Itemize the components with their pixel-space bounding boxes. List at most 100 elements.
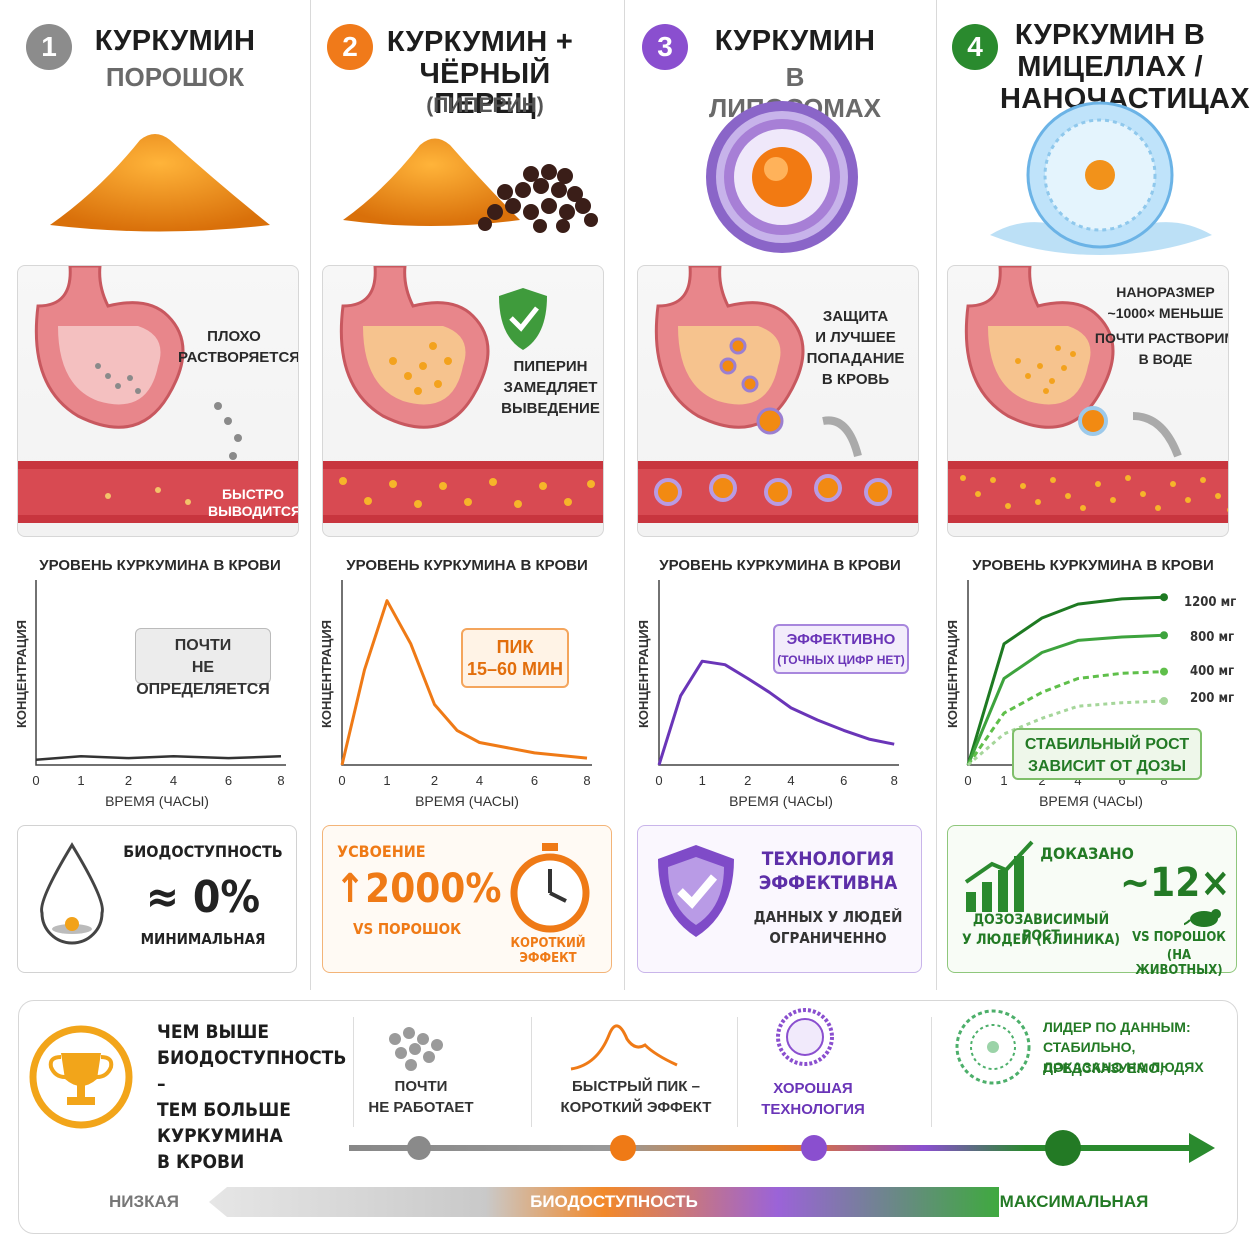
card-4-right-a: VS ПОРОШОК — [1132, 930, 1226, 945]
column-4-title-line2: МИЦЕЛЛАХ / — [1017, 51, 1203, 83]
digestion-panel-1: ПЛОХО РАСТВОРЯЕТСЯ БЫСТРО ВЫВОДИТСЯ — [17, 265, 299, 537]
graph-2-callout: ПИК 15–60 МИН — [461, 628, 569, 688]
graph-1-xlabel: ВРЕМЯ (ЧАСЫ) — [105, 793, 209, 809]
panel-3-text-a: ЗАЩИТА — [822, 308, 889, 325]
summary-headline-line: ЧЕМ ВЫШЕ — [157, 1021, 269, 1043]
series-line-1200мг — [966, 595, 1165, 766]
x-tick-label: 2 — [1038, 773, 1046, 788]
summary-step-2-a: БЫСТРЫЙ ПИК – — [572, 1078, 700, 1095]
graph-3-callout-b: (ТОЧНЫХ ЦИФР НЕТ) — [777, 653, 905, 667]
column-3-title: КУРКУМИН — [714, 25, 876, 57]
card-2-timer: КОРОТКИЙ ЭФФЕКТ — [510, 936, 586, 966]
micelle-image — [990, 101, 1212, 255]
panel-1-exit-b: ВЫВОДИТСЯ — [208, 503, 299, 519]
column-divider — [624, 0, 625, 990]
turmeric-pepper-image — [343, 138, 598, 233]
series-line-200мг — [967, 699, 1165, 767]
dose-label-200: 200 мг — [1190, 691, 1235, 706]
graph-2-chart — [340, 580, 592, 766]
bioavailability-scale-bar — [209, 1187, 999, 1217]
turmeric-powder-image — [50, 134, 270, 232]
graph-4-ylabel: КОНЦЕНТРАЦИЯ — [945, 619, 960, 728]
summary-headline-line: ТЕМ БОЛЬШЕ — [157, 1099, 291, 1121]
summary-step-1-b: НЕ РАБОТАЕТ — [368, 1099, 474, 1116]
panel-4-text-d: В ВОДЕ — [1138, 351, 1193, 367]
x-tick-label: 4 — [1074, 773, 1082, 788]
panel-1-text-a: ПЛОХО — [207, 328, 261, 345]
x-tick-label: 1 — [383, 773, 391, 788]
column-2-title-line2: ЧЁРНЫЙ ПЕРЕЦ — [419, 58, 551, 120]
graph-1-callout-a: ПОЧТИ — [174, 637, 232, 654]
series-endpoint — [1160, 631, 1168, 640]
column-divider — [936, 0, 937, 990]
panel-2-text-b: ЗАМЕДЛЯЕТ — [503, 379, 598, 396]
x-tick-label: 0 — [655, 773, 663, 788]
panel-2-text-a: ПИПЕРИН — [513, 358, 588, 375]
graph-1-callout-b: НЕ ОПРЕДЕЛЯЕТСЯ — [136, 659, 270, 698]
card-4-right-b: (НА ЖИВОТНЫХ) — [1135, 948, 1223, 978]
micelle-small-icon — [955, 1009, 1031, 1085]
card-4-label: ДОКАЗАНО — [1040, 844, 1134, 863]
summary-headline-line: В КРОВИ — [157, 1151, 245, 1173]
graph-4-xlabel: ВРЕМЯ (ЧАСЫ) — [1039, 793, 1143, 809]
x-tick-label: 2 — [744, 773, 752, 788]
card-4-value: ~12× — [1120, 860, 1231, 906]
graph-2-callout-b: 15–60 МИН — [467, 659, 563, 679]
mouse-icon — [1184, 909, 1221, 927]
liposome-small-icon — [776, 1008, 834, 1066]
x-tick-label: 8 — [277, 773, 285, 788]
x-tick-label: 0 — [964, 773, 972, 788]
graph-4-callout-a: СТАБИЛЬНЫЙ РОСТ — [1024, 736, 1190, 753]
particles-icon — [389, 1027, 443, 1071]
trophy-icon — [29, 1025, 133, 1129]
graph-2-ylabel: КОНЦЕНТРАЦИЯ — [319, 619, 334, 728]
bioavailability-progress-line — [349, 1130, 1215, 1166]
graph-2-xlabel: ВРЕМЯ (ЧАСЫ) — [415, 793, 519, 809]
x-tick-label: 0 — [32, 773, 40, 788]
summary-step-3-a: ХОРОШАЯ — [773, 1080, 853, 1097]
summary-step-2-b: КОРОТКИЙ ЭФФЕКТ — [560, 1099, 712, 1116]
panel-4-text-b: ~1000× МЕНЬШЕ — [1107, 305, 1224, 321]
stopwatch-icon — [510, 843, 590, 933]
series-endpoint — [1160, 696, 1168, 705]
summary-step-4-c: ДОКАЗАНО НА ЛЮДЯХ — [1043, 1059, 1204, 1075]
graph-3-title: УРОВЕНЬ КУРКУМИНА В КРОВИ — [659, 557, 901, 574]
series-line — [35, 755, 282, 762]
summary-step-4-b: СТАБИЛЬНО, ПРЕДСКАЗУЕМО, — [1043, 1039, 1164, 1076]
summary-step-1-a: ПОЧТИ — [394, 1078, 448, 1095]
result-card-2: УСВОЕНИЕ ↑2000% VS ПОРОШОК КОРОТКИЙ ЭФФЕ… — [322, 825, 612, 973]
x-tick-label: 8 — [583, 773, 591, 788]
graph-2-title: УРОВЕНЬ КУРКУМИНА В КРОВИ — [346, 557, 588, 574]
card-1-value: ≈ 0% — [145, 872, 261, 923]
x-tick-label: 4 — [787, 773, 795, 788]
card-3-line-d: ОГРАНИЧЕННО — [769, 929, 887, 947]
card-2-value: ↑2000% — [335, 866, 502, 912]
graph-1-ylabel: КОНЦЕНТРАЦИЯ — [14, 619, 29, 728]
panel-3-text-d: В КРОВЬ — [821, 371, 890, 388]
series-endpoint — [1160, 593, 1168, 602]
chart-axes — [35, 580, 286, 766]
graph-1-title: УРОВЕНЬ КУРКУМИНА В КРОВИ — [39, 557, 281, 574]
result-card-1: БИОДОСТУПНОСТЬ ≈ 0% МИНИМАЛЬНАЯ — [17, 825, 297, 973]
graph-4-chart — [966, 580, 1168, 767]
result-card-3: ТЕХНОЛОГИЯ ЭФФЕКТИВНА ДАННЫХ У ЛЮДЕЙ ОГР… — [637, 825, 922, 973]
x-tick-label: 6 — [1118, 773, 1126, 788]
card-2-vs: VS ПОРОШОК — [353, 920, 462, 938]
step-number-1: 1 — [26, 24, 72, 70]
x-tick-label: 2 — [124, 773, 133, 788]
graph-3-ylabel: КОНЦЕНТРАЦИЯ — [636, 619, 651, 728]
step-number-3: 3 — [642, 24, 688, 70]
series-line — [340, 599, 588, 766]
shield-check-icon — [658, 845, 734, 937]
card-2-label: УСВОЕНИЕ — [337, 842, 426, 861]
x-tick-label: 2 — [430, 773, 439, 788]
dose-label-400: 400 мг — [1190, 664, 1235, 679]
graph-2-callout-a: ПИК — [496, 637, 534, 657]
graph-3-callout-a: ЭФФЕКТИВНО — [786, 631, 896, 648]
dose-label-800: 800 мг — [1190, 630, 1235, 645]
scale-low-label: НИЗКАЯ — [108, 1192, 180, 1211]
card-3-line-a: ТЕХНОЛОГИЯ — [761, 848, 895, 870]
summary-step-3-b: ТЕХНОЛОГИЯ — [761, 1101, 865, 1118]
card-1-note: МИНИМАЛЬНАЯ — [140, 930, 266, 948]
scale-high-label: МАКСИМАЛЬНАЯ — [999, 1192, 1149, 1211]
